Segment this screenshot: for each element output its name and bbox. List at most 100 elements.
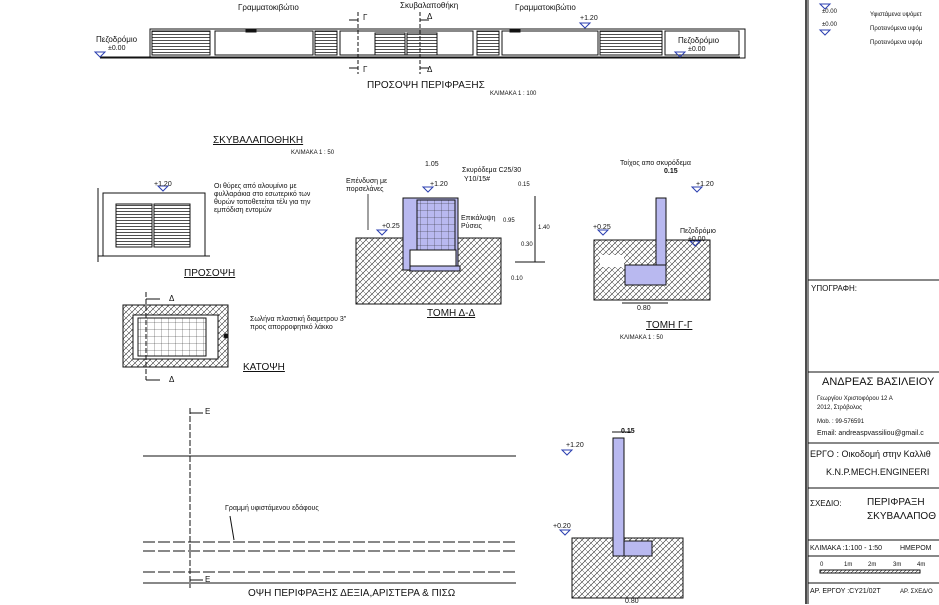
level-marker (93, 51, 107, 58)
garbage-front-view (97, 188, 210, 262)
gg-level-top: +1.20 (696, 181, 714, 188)
dd-level-ground: +0.25 (382, 223, 400, 230)
bar-tick-2: 2m (868, 562, 877, 568)
ee-level-top: +1.20 (566, 442, 584, 449)
sidewalk-level-right: ±0.00 (688, 46, 706, 53)
dd-dim-c: 0.30 (521, 242, 533, 248)
project: ΕΡΓΟ : Οικοδομή στην Καλλιθ (810, 449, 931, 459)
level-marker (688, 240, 702, 247)
legend-text-3: Προτεινόμενα υψόμ (870, 40, 923, 46)
dd-dim-b: 0.95 (503, 218, 515, 224)
section-ee (571, 431, 684, 599)
drawing-line-2: ΣΚΥΒΑΛΑΠΟΘ (867, 511, 936, 522)
gg-wall-note: Τοίχος απο σκυρόδεμα (620, 160, 691, 167)
level-marker (421, 186, 435, 193)
level-marker (596, 229, 610, 236)
side-elevation (143, 408, 516, 588)
dd-concrete: Σκυρόδεμα C25/30 (462, 167, 522, 174)
mailbox-label-left: Γραμματοκιβώτιο (238, 3, 299, 12)
drawing-line-1: ΠΕΡΙΦΡΑΞΗ (867, 497, 925, 508)
garbage-plan-note: Σωλήνα πλαστική διαμετρου 3" προς απορρο… (250, 316, 347, 332)
project-number: ΑΡ. ΕΡΓΟΥ :CY21/02T (810, 588, 881, 595)
level-marker (673, 51, 687, 58)
elevation-title: ΠΡΟΣΟΨΗ ΠΕΡΙΦΡΑΞΗΣ (367, 80, 485, 91)
side-marker-bottom: Ε (205, 575, 211, 584)
cut-marker-g-bottom: Γ (363, 65, 368, 74)
dd-cladding: Επένδυση με πορσελάνες (346, 178, 388, 193)
bar-tick-1: 1m (844, 562, 853, 568)
elevation-top-level: +1.20 (580, 15, 598, 22)
address-1: Γεωργίου Χριστοφόρου 12 Α (817, 396, 893, 402)
legend-level-1: ±0.00 (822, 9, 837, 15)
ee-dim-wall: 0.15 (621, 428, 635, 435)
dd-dim-top: 1.05 (425, 161, 439, 168)
dd-dim-total: 1.40 (538, 225, 550, 231)
date-label: ΗΜΕΡΟΜ (900, 545, 932, 552)
level-marker (578, 22, 592, 29)
bar-tick-3: 3m (893, 562, 902, 568)
legend-marker (818, 3, 832, 10)
dd-level-top: +1.20 (430, 181, 448, 188)
elevation-scale: ΚΛΙΜΑΚΑ 1 : 100 (490, 91, 537, 97)
level-marker (560, 449, 574, 456)
address-2: 2012, Στρόβολος (817, 405, 863, 411)
sidewalk-label-left: Πεζοδρόμιο (96, 35, 138, 44)
gg-zero: ±0.00 (688, 236, 706, 243)
legend-text-1: Υφιστάμενα υψόμετ (870, 12, 922, 18)
level-marker (558, 529, 572, 536)
cut-marker-d-bottom: Δ (427, 65, 433, 74)
ee-dim-base: 0.80 (625, 598, 639, 605)
gg-dim-wall: 0.15 (664, 168, 678, 175)
dd-title: ΤΟΜΗ Δ-Δ (427, 308, 476, 319)
legend-text-2: Προτεινόμενα υψόμ (870, 26, 923, 32)
legend-marker (818, 29, 832, 36)
level-marker (375, 229, 389, 236)
email: Email: andreaspvassiliou@gmail.c (817, 430, 924, 437)
garbage-front-title: ΠΡΟΣΟΨΗ (184, 268, 236, 279)
section-dd (355, 194, 545, 305)
plan-marker-bottom: Δ (169, 375, 175, 384)
plan-marker-top: Δ (169, 294, 175, 303)
cut-marker-g-top: Γ (363, 13, 368, 22)
sidewalk-label-right: Πεζοδρόμιο (678, 36, 720, 45)
client: K.N.P.MECH.ENGINEERI (826, 467, 930, 477)
sidewalk-level-left: ±0.00 (108, 45, 126, 52)
gg-sidewalk: Πεζοδρόμιο (680, 228, 716, 235)
garbage-plan-title: ΚΑΤΟΨΗ (243, 362, 285, 373)
gg-scale: ΚΛΙΜΑΚΑ 1 : 50 (620, 335, 664, 341)
signature-label: ΥΠΟΓΡΑΦΗ: (811, 284, 857, 293)
drawing-number: ΑΡ. ΣΧΕΔ/Ο (900, 589, 933, 595)
dd-rebar: Υ10/15# (464, 176, 491, 183)
cut-marker-d-top: Δ (427, 12, 433, 21)
level-marker (690, 186, 704, 193)
gg-dim-base: 0.80 (637, 305, 651, 312)
garbage-scale: ΚΛΙΜΑΚΑ 1 : 50 (291, 150, 335, 156)
mobile: Mob. : 99-576591 (817, 419, 865, 425)
dd-dim-d: 0.10 (511, 276, 523, 282)
bar-tick-0: 0 (820, 562, 824, 568)
dd-dim-a: 0.15 (518, 182, 530, 188)
garbage-title: ΣΚΥΒΑΛΑΠΟΘΗΚΗ (213, 135, 304, 146)
dd-cover: Επικάλυψη Ρύσεις (461, 215, 496, 231)
side-ground-note: Γραμμή υφιστάμενου εδάφους (225, 505, 319, 512)
fence-elevation (100, 12, 746, 74)
garbage-plan (122, 292, 229, 381)
legend-level-2: ±0.00 (822, 22, 837, 28)
garbage-front-note: Οι θύρες από αλουμίνιο με φυλλαράκια στο… (214, 183, 311, 215)
engineer-name: ΑΝΔΡΕΑΣ ΒΑΣΙΛΕΙΟΥ (822, 376, 935, 388)
bar-tick-4: 4m (917, 562, 926, 568)
garbage-label: Σκυβαλαποθήκη (400, 1, 459, 10)
drawing-label: ΣΧΕΔΙΟ: (810, 499, 842, 508)
side-title: ΟΨΗ ΠΕΡΙΦΡΑΞΗΣ ΔΕΞΙΑ,ΑΡΙΣΤΕΡΑ & ΠΙΣΩ (248, 588, 456, 599)
side-marker-top: Ε (205, 407, 211, 416)
gg-title: ΤΟΜΗ Γ-Γ (646, 320, 693, 331)
gg-level-ground: +0.25 (593, 224, 611, 231)
title-block (805, 0, 939, 604)
mailbox-label-right: Γραμματοκιβώτιο (515, 3, 576, 12)
garbage-front-level: +1.20 (154, 181, 172, 188)
section-gg (593, 197, 711, 304)
scale: ΚΛΙΜΑΚΑ :1:100 - 1:50 (810, 545, 882, 552)
level-marker (156, 185, 170, 192)
ee-level-ground: +0.20 (553, 523, 571, 530)
